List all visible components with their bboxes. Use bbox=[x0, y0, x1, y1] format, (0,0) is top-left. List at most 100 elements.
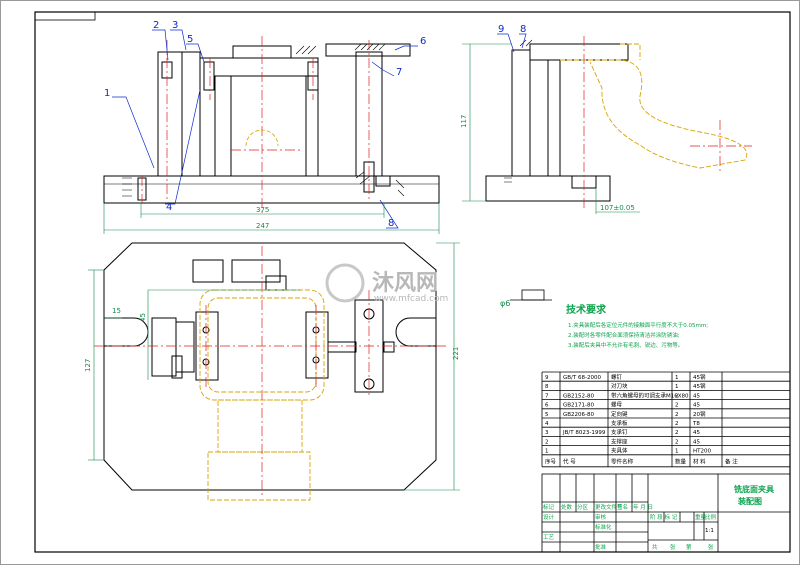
watermark-brand: 沐风网 bbox=[372, 271, 438, 296]
top-dimensions bbox=[88, 242, 460, 491]
bom-cell-name: 支承钉 bbox=[611, 428, 628, 436]
tb-sheet: 第 bbox=[686, 543, 692, 551]
top-centerlines bbox=[94, 246, 446, 496]
bom-cell-material: HT200 bbox=[693, 449, 711, 455]
bom-header-no: 序号 bbox=[545, 457, 557, 465]
tb-scale: 1:1 bbox=[705, 528, 714, 534]
tb-row-label: 标记 bbox=[543, 503, 555, 511]
bom-cell-qty: 2 bbox=[675, 430, 679, 436]
bom-header-note: 备 注 bbox=[725, 457, 738, 465]
front-centerlines bbox=[141, 36, 370, 215]
front-dimensions bbox=[103, 203, 440, 234]
bom-cell-name: 夹具体 bbox=[611, 447, 628, 455]
tb-row-label: 更改文件号 bbox=[595, 503, 623, 511]
balloon-label: 6 bbox=[420, 36, 426, 47]
bom-cell-no: 5 bbox=[545, 412, 549, 418]
drawing-title: 铣底面夹具 bbox=[734, 484, 774, 494]
detail-label: φ6 bbox=[500, 299, 510, 308]
front-balloons: 2 3 5 6 7 1 4 8 bbox=[104, 20, 426, 229]
bom-cell-qty: 2 bbox=[675, 403, 679, 409]
bom-cell-code: JB/T 8023-1999 bbox=[562, 430, 606, 436]
bom-cell-no: 1 bbox=[545, 449, 549, 455]
bom-cell-name: 螺钉 bbox=[611, 373, 623, 381]
balloon-label: 8 bbox=[388, 218, 394, 229]
watermark: 沐风网 www.mfcad.com bbox=[325, 263, 448, 304]
bom-cell-no: 4 bbox=[545, 421, 549, 427]
side-view bbox=[485, 39, 629, 202]
dim-127: 127 bbox=[84, 359, 92, 372]
bom-cell-code: GB/T 68-2000 bbox=[563, 375, 601, 381]
balloon-label: 1 bbox=[104, 88, 110, 99]
balloon-label: 5 bbox=[187, 34, 193, 45]
side-hidden-lines bbox=[560, 43, 748, 169]
tech-line: 2.装配时各零件配合面须保持清洁并涂防锈油; bbox=[568, 331, 680, 339]
side-leaders bbox=[497, 33, 527, 53]
dim-45: 45 bbox=[139, 313, 147, 322]
tech-line: 1.夹具装配后各定位元件的接触面平行度不大于0.05mm; bbox=[568, 321, 708, 329]
front-hidden-lines bbox=[245, 129, 279, 147]
bom-cell-material: 45 bbox=[693, 439, 700, 445]
drawing-subtitle: 装配图 bbox=[737, 496, 762, 506]
tb-role: 审核 bbox=[595, 513, 607, 521]
side-dimensions bbox=[462, 43, 640, 214]
balloon-label: 4 bbox=[166, 202, 172, 213]
bom-cell-code: GB2171-80 bbox=[563, 403, 595, 409]
dim-375: 375 bbox=[256, 206, 269, 214]
front-view bbox=[103, 43, 440, 204]
tb-row-label: 处数 bbox=[561, 503, 573, 511]
bom-cell-no: 9 bbox=[545, 375, 549, 381]
tb-sheet: 共 bbox=[652, 543, 658, 551]
bom-cell-qty: 2 bbox=[675, 393, 679, 399]
bom-cell-material: 45 bbox=[693, 393, 700, 399]
front-leaders bbox=[112, 29, 418, 229]
bom-cell-qty: 1 bbox=[675, 449, 679, 455]
bom-cell-material: 45钢 bbox=[693, 382, 706, 390]
tb-row-label: 签名 bbox=[617, 503, 628, 511]
tb-row-label: 分区 bbox=[577, 503, 589, 511]
bom-header-qty: 数量 bbox=[675, 457, 687, 465]
detail-view: φ6 bbox=[500, 289, 552, 308]
bom-cell-name: 支撑座 bbox=[611, 437, 628, 445]
dim-221: 221 bbox=[452, 347, 460, 360]
dim-247: 247 bbox=[256, 222, 269, 230]
tb-stage: 阶 段 标 记 bbox=[650, 513, 678, 521]
bom-cell-qty: 2 bbox=[675, 421, 679, 427]
bom-cell-no: 7 bbox=[545, 393, 549, 399]
bom-cell-material: 45 bbox=[693, 403, 700, 409]
tb-role: 批准 bbox=[595, 543, 607, 551]
bom-cell-no: 2 bbox=[545, 439, 549, 445]
bom-header-material: 材 料 bbox=[693, 457, 706, 465]
bom-cell-no: 3 bbox=[545, 430, 549, 436]
bom-cell-name: 支承板 bbox=[611, 419, 628, 427]
bom-cell-qty: 1 bbox=[675, 384, 679, 390]
tb-role: 工艺 bbox=[543, 534, 555, 541]
balloon-label: 3 bbox=[172, 20, 178, 31]
tb-sheet: 张 bbox=[670, 543, 676, 551]
tb-role: 设计 bbox=[543, 513, 555, 521]
watermark-url: www.mfcad.com bbox=[374, 294, 448, 304]
tb-sheet: 张 bbox=[708, 543, 714, 551]
bom-header-name: 零件名称 bbox=[611, 457, 634, 465]
drawing-frame bbox=[34, 11, 791, 553]
bom-cell-material: 20钢 bbox=[693, 410, 706, 418]
bom-cell-material: T8 bbox=[692, 421, 700, 427]
bom-cell-code: GB2206-80 bbox=[563, 412, 595, 418]
bom-cell-qty: 2 bbox=[675, 439, 679, 445]
balloon-label: 9 bbox=[498, 24, 504, 35]
tech-title: 技术要求 bbox=[566, 303, 607, 316]
bom-cell-qty: 1 bbox=[675, 375, 679, 381]
dim-side-width: 107±0.05 bbox=[600, 204, 635, 212]
balloon-label: 2 bbox=[153, 20, 159, 31]
bom-cell-name: 螺母 bbox=[611, 401, 623, 409]
dim-117: 117 bbox=[460, 115, 468, 128]
bom-cell-code: GB2152-80 bbox=[563, 393, 595, 399]
bom-cell-no: 6 bbox=[545, 403, 549, 409]
balloon-label: 7 bbox=[396, 67, 402, 78]
bom-cell-name: 对刀块 bbox=[611, 382, 628, 390]
tb-stage: 比例 bbox=[705, 513, 717, 521]
bom-cell-no: 8 bbox=[545, 384, 549, 390]
tb-stage: 重量 bbox=[695, 513, 707, 521]
tech-requirements: 技术要求 1.夹具装配后各定位元件的接触面平行度不大于0.05mm; 2.装配时… bbox=[566, 303, 708, 349]
